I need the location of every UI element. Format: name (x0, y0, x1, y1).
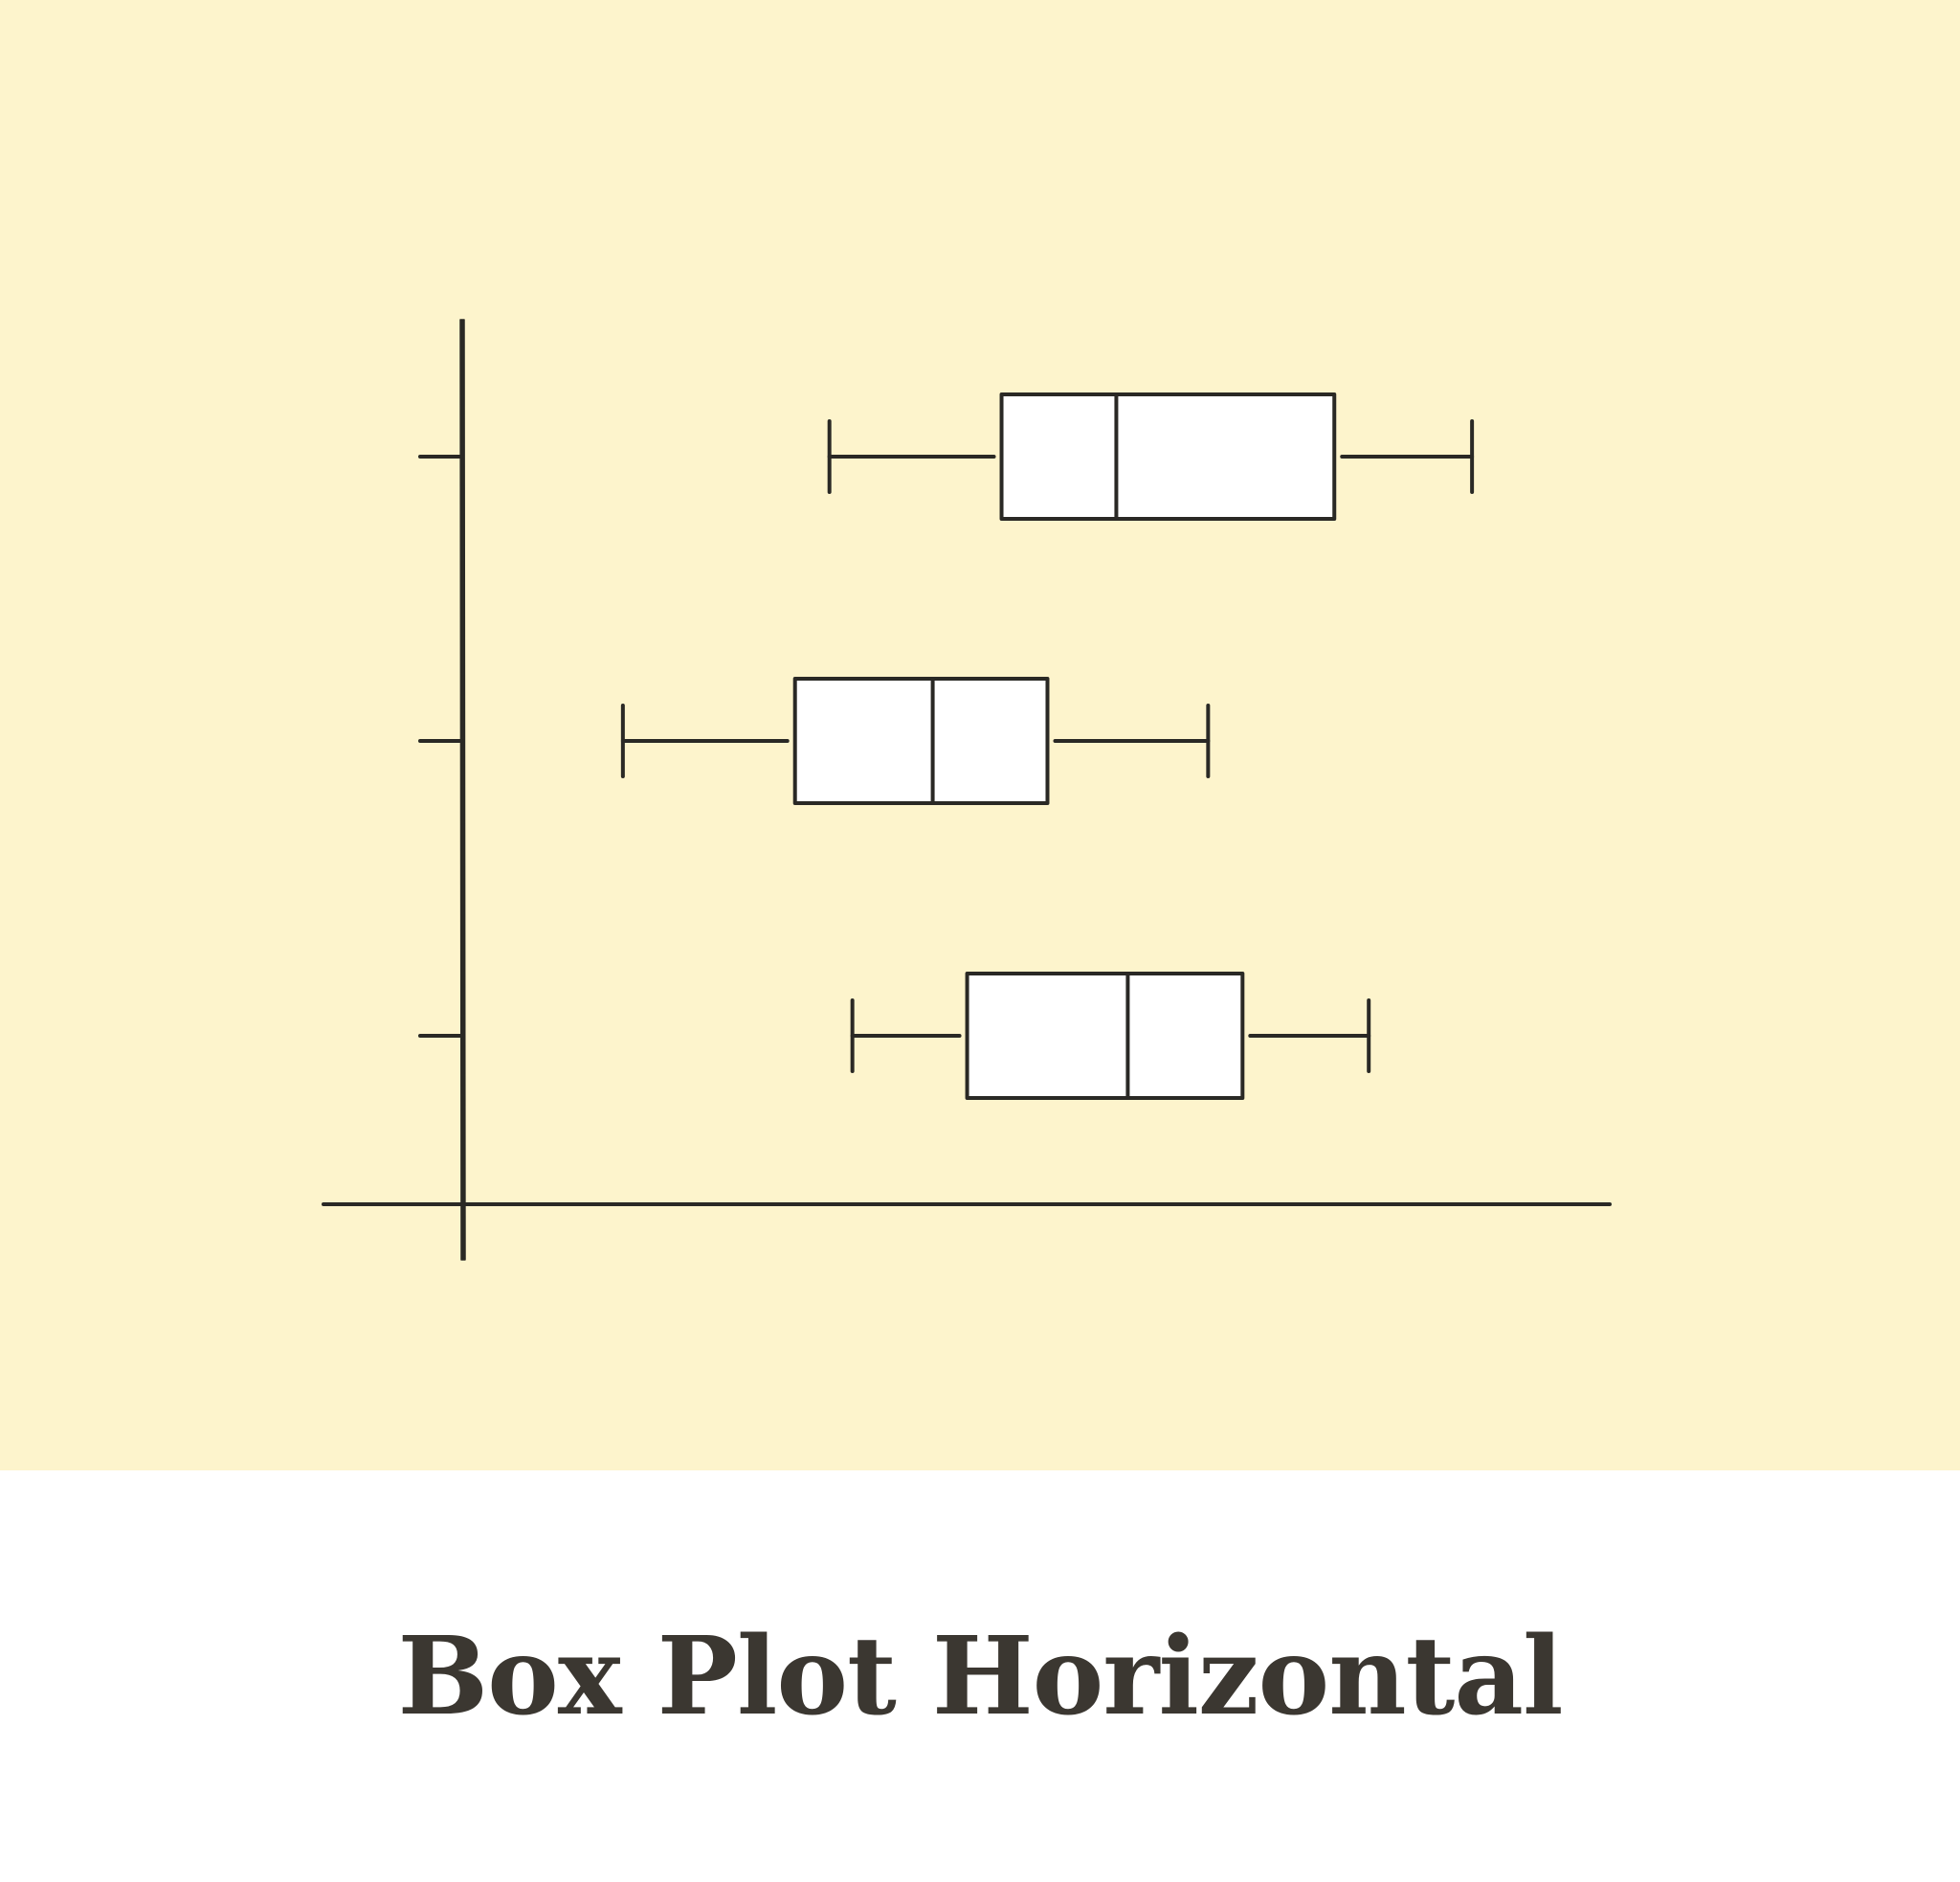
box-series (418, 392, 1475, 1100)
caption-area: Box Plot Horizontal (0, 1470, 1960, 1882)
y-axis-line (459, 319, 466, 1261)
iqr-box (999, 392, 1337, 521)
box-plot-2 (418, 677, 1211, 805)
chart-axes (322, 319, 1612, 1261)
iqr-box (965, 972, 1245, 1100)
box-plot-3 (418, 972, 1371, 1100)
box-plot-chart (0, 0, 1960, 1470)
chart-panel (0, 0, 1960, 1470)
chart-caption: Box Plot Horizontal (397, 1613, 1564, 1739)
iqr-box (792, 677, 1050, 805)
box-plot-1 (418, 392, 1475, 521)
